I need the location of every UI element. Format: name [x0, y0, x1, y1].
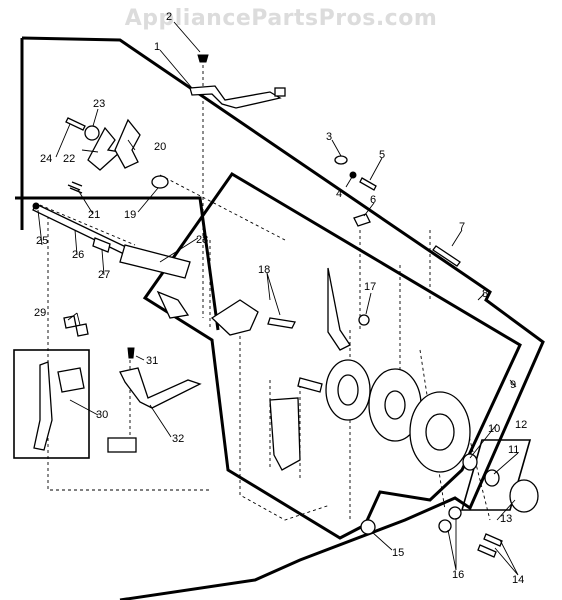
part-18-plate	[210, 299, 259, 336]
lever-arm	[327, 267, 351, 351]
callout-10: 10	[488, 423, 500, 435]
part-25-clip	[32, 202, 40, 210]
part-5-screw	[359, 177, 377, 191]
callout-28: 28	[196, 234, 208, 246]
part-10-bushing	[462, 453, 478, 471]
kit-box-30	[13, 349, 90, 459]
callout-29: 29	[34, 307, 46, 319]
callout-22: 22	[63, 153, 75, 165]
part-6-clip	[353, 213, 371, 227]
callout-14: 14	[512, 574, 524, 586]
part-30-bracket	[57, 367, 85, 393]
callout-17: 17	[364, 281, 376, 293]
part-15-washer	[360, 519, 376, 535]
callout-6: 6	[370, 194, 376, 206]
callout-1: 1	[154, 41, 160, 53]
callout-3: 3	[326, 131, 332, 143]
part-14-bolt-b	[483, 533, 503, 547]
main-hub-center	[425, 413, 455, 451]
callout-21: 21	[88, 209, 100, 221]
drive-pulley-hub	[337, 374, 359, 406]
leader-lines	[37, 21, 519, 576]
part-7-pin	[432, 245, 461, 267]
part-27-spring	[92, 237, 111, 253]
part-29-screw-a	[63, 315, 77, 329]
callout-16: 16	[452, 569, 464, 581]
callout-11: 11	[508, 444, 519, 456]
callout-4: 4	[336, 188, 342, 200]
part-16-nut-a	[438, 519, 452, 533]
callout-13: 13	[500, 513, 512, 525]
callout-31: 31	[146, 355, 158, 367]
part-19-washer	[151, 175, 169, 189]
callout-19: 19	[124, 209, 136, 221]
callout-5: 5	[379, 149, 385, 161]
linkage-pin	[297, 377, 323, 393]
part-18-lever	[156, 290, 190, 319]
part-1-clip	[274, 87, 286, 97]
part-21-spring	[67, 181, 83, 194]
part-23-washer	[84, 125, 100, 141]
callout-32: 32	[172, 433, 184, 445]
callout-9: 9	[510, 379, 516, 391]
callout-25: 25	[36, 235, 48, 247]
callout-18: 18	[258, 264, 270, 276]
part-11-bearing	[484, 469, 500, 487]
part-16-nut-b	[448, 506, 462, 520]
callout-26: 26	[72, 249, 84, 261]
part-31-screw	[127, 347, 135, 359]
part-17-washer	[358, 314, 370, 326]
part-2-screw	[197, 54, 209, 63]
part-32-clips	[107, 437, 137, 453]
clutch-disc-hub	[384, 390, 406, 420]
callout-2: 2	[166, 11, 172, 23]
part-32-bracket	[119, 367, 202, 409]
part-1-bracket	[189, 85, 282, 109]
callout-23: 23	[93, 98, 105, 110]
part-22-lever	[87, 126, 122, 171]
part-13-roller	[509, 479, 539, 513]
callout-27: 27	[98, 269, 110, 281]
callout-8: 8	[482, 288, 488, 300]
part-3-washer	[334, 155, 348, 165]
frame-outline	[21, 36, 545, 600]
watermark: AppliancePartsPros.com	[124, 6, 438, 31]
part-20-lever	[114, 118, 141, 169]
part-18-spring	[267, 317, 296, 329]
part-30-lever	[33, 361, 53, 451]
part-14-bolt-a	[477, 544, 497, 558]
part-4-nut	[349, 171, 357, 179]
callout-24: 24	[40, 153, 52, 165]
lower-linkage	[269, 397, 301, 471]
part-29-screw-b	[75, 323, 89, 337]
callout-20: 20	[154, 141, 166, 153]
callout-12: 12	[515, 419, 527, 431]
callout-7: 7	[459, 221, 465, 233]
callout-30: 30	[96, 409, 108, 421]
part-24-screw	[65, 117, 86, 131]
kit-box-12	[460, 439, 532, 511]
subframe-outline	[15, 196, 220, 331]
callout-15: 15	[392, 547, 404, 559]
